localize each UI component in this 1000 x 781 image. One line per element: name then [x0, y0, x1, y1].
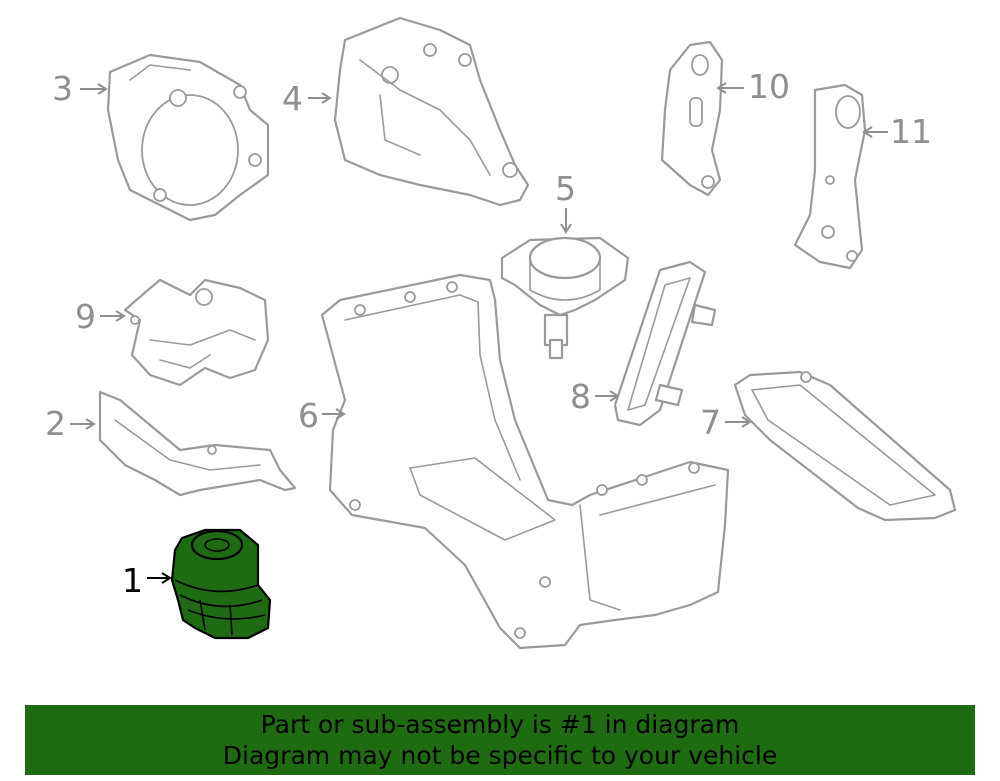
callout-8: 8: [570, 377, 620, 416]
part-10-bracket: [660, 40, 724, 197]
callout-10: 10: [716, 67, 790, 106]
banner-line-2: Diagram may not be specific to your vehi…: [222, 741, 778, 770]
info-banner: Part or sub-assembly is #1 in diagram Di…: [25, 705, 975, 775]
part-9-bracket: [123, 278, 270, 387]
callout-4-label: 4: [282, 79, 303, 118]
callout-5-label: 5: [555, 169, 576, 208]
callout-6-label: 6: [298, 396, 319, 435]
part-1-engine-mount: [170, 528, 272, 640]
part-3-housing: [106, 53, 270, 222]
callout-1: 1: [122, 561, 172, 600]
callout-4: 4: [282, 79, 332, 118]
callout-7: 7: [700, 403, 752, 442]
callout-8-label: 8: [570, 377, 591, 416]
callout-1-label: 1: [122, 561, 143, 600]
callout-3-label: 3: [52, 69, 73, 108]
callout-7-label: 7: [700, 403, 721, 442]
part-2-bracket: [98, 390, 297, 497]
part-6-crossmember: [320, 273, 730, 650]
part-4-bracket: [333, 16, 530, 207]
part-8-rail: [613, 260, 717, 427]
callout-5: 5: [555, 169, 576, 234]
callout-2: 2: [45, 404, 96, 443]
callout-10-label: 10: [748, 67, 790, 106]
callout-11: 11: [862, 112, 932, 151]
part-5-mount: [500, 236, 630, 360]
callout-3: 3: [52, 69, 108, 108]
part-7-plate: [733, 370, 957, 522]
callout-9: 9: [75, 297, 126, 336]
banner-line-1: Part or sub-assembly is #1 in diagram: [260, 710, 740, 739]
callout-11-label: 11: [890, 112, 932, 151]
callout-2-label: 2: [45, 404, 66, 443]
callout-6: 6: [298, 396, 346, 435]
callout-9-label: 9: [75, 297, 96, 336]
parts-diagram: 3 4 10 11: [45, 16, 957, 650]
part-11-bracket: [793, 83, 867, 270]
